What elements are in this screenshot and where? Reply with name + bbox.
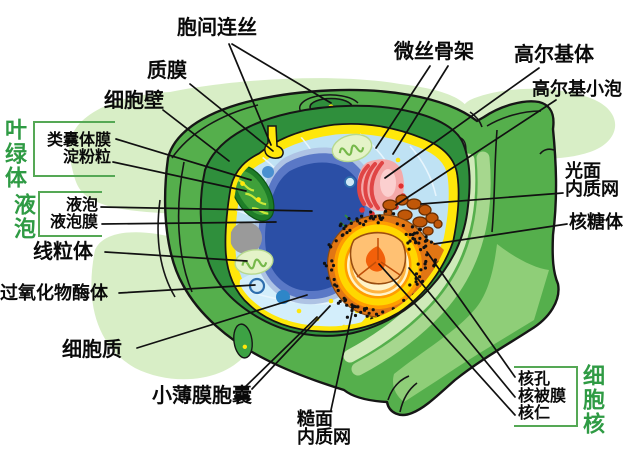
label-chloroplast: 叶绿体 xyxy=(2,118,27,190)
mitochondrion-top xyxy=(331,133,373,163)
label-peroxisome: 过氧化物酶体 xyxy=(0,283,108,303)
label-cytoplasm: 细胞质 xyxy=(62,339,122,361)
label-smooth-er-line1: 光面 xyxy=(565,161,601,181)
label-thylakoid-membrane: 类囊体膜 xyxy=(46,131,111,149)
label-smooth-er: 光面 内质网 xyxy=(565,162,619,199)
vesicle-blue-1 xyxy=(276,290,290,304)
label-microfilament-skeleton: 微丝骨架 xyxy=(394,41,474,63)
vacuole-bracket: 液泡 液泡膜 xyxy=(38,191,102,237)
label-plasmodesmata: 胞间连丝 xyxy=(177,17,257,39)
label-nuclear-envelope: 核被膜 xyxy=(518,387,567,405)
label-rough-er: 糙面 内质网 xyxy=(297,410,351,447)
cytoplasm-contents xyxy=(230,133,454,327)
nucleus-shape xyxy=(322,209,454,321)
label-starch-granule: 淀粉粒 xyxy=(62,149,111,166)
mitochondrion-left xyxy=(234,249,274,275)
label-ribosome: 核糖体 xyxy=(569,212,623,232)
label-cell-wall: 细胞壁 xyxy=(104,90,164,112)
label-plasma-membrane: 质膜 xyxy=(147,60,187,82)
leader-lines xyxy=(100,43,568,416)
wall-contour-lines xyxy=(157,104,555,413)
label-tonoplast: 液泡膜 xyxy=(49,214,98,231)
plasmodesma-bottom xyxy=(233,323,253,359)
label-mitochondrion: 线粒体 xyxy=(33,241,93,263)
label-nucleus: 细胞核 xyxy=(580,364,605,436)
nucleus-bracket: 核孔 核被膜 核仁 xyxy=(514,366,578,427)
vesicle-blue-2 xyxy=(262,166,274,178)
label-small-membrane-vesicle: 小薄膜胞囊 xyxy=(152,385,252,407)
label-golgi-apparatus: 高尔基体 xyxy=(514,44,594,66)
label-nucleolus: 核仁 xyxy=(518,405,551,423)
vesicle-ring xyxy=(344,176,356,188)
label-nuclear-pore: 核孔 xyxy=(518,370,551,388)
grey-vesicle xyxy=(230,222,262,254)
label-smooth-er-line2: 内质网 xyxy=(565,179,619,200)
label-rough-er-line2: 内质网 xyxy=(297,427,351,448)
label-vacuole-group: 液泡 xyxy=(11,193,36,241)
chloroplast-bracket: 类囊体膜 淀粉粒 xyxy=(33,121,115,177)
label-rough-er-line1: 糙面 xyxy=(297,409,333,429)
label-vacuole: 液泡 xyxy=(65,196,98,214)
label-golgi-vesicle: 高尔基小泡 xyxy=(532,79,622,99)
